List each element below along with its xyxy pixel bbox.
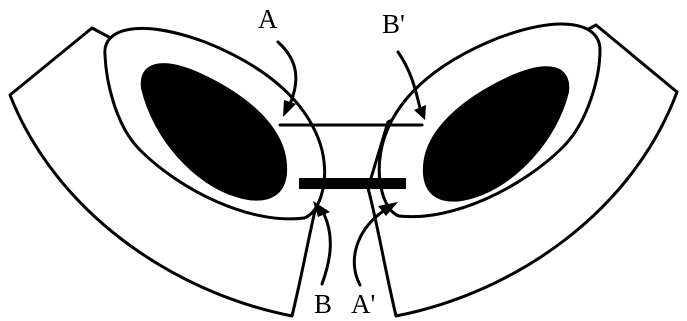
label-a-prime: A' xyxy=(351,289,375,319)
arrow-a xyxy=(276,40,298,106)
right-dark-core xyxy=(422,66,570,202)
arrow-a-prime xyxy=(352,210,384,287)
arrow-b-head xyxy=(313,201,330,217)
arrow-a-head xyxy=(283,100,296,117)
label-b: B xyxy=(314,289,332,319)
label-b-prime: B' xyxy=(382,9,405,39)
arrow-a-prime-head xyxy=(378,202,398,216)
arrow-b-prime xyxy=(396,50,422,110)
lower-bar xyxy=(299,178,406,189)
arrow-b-prime-head xyxy=(414,105,426,120)
arrow-b xyxy=(320,212,332,286)
left-dark-core xyxy=(140,63,288,201)
label-a: A xyxy=(258,4,278,34)
